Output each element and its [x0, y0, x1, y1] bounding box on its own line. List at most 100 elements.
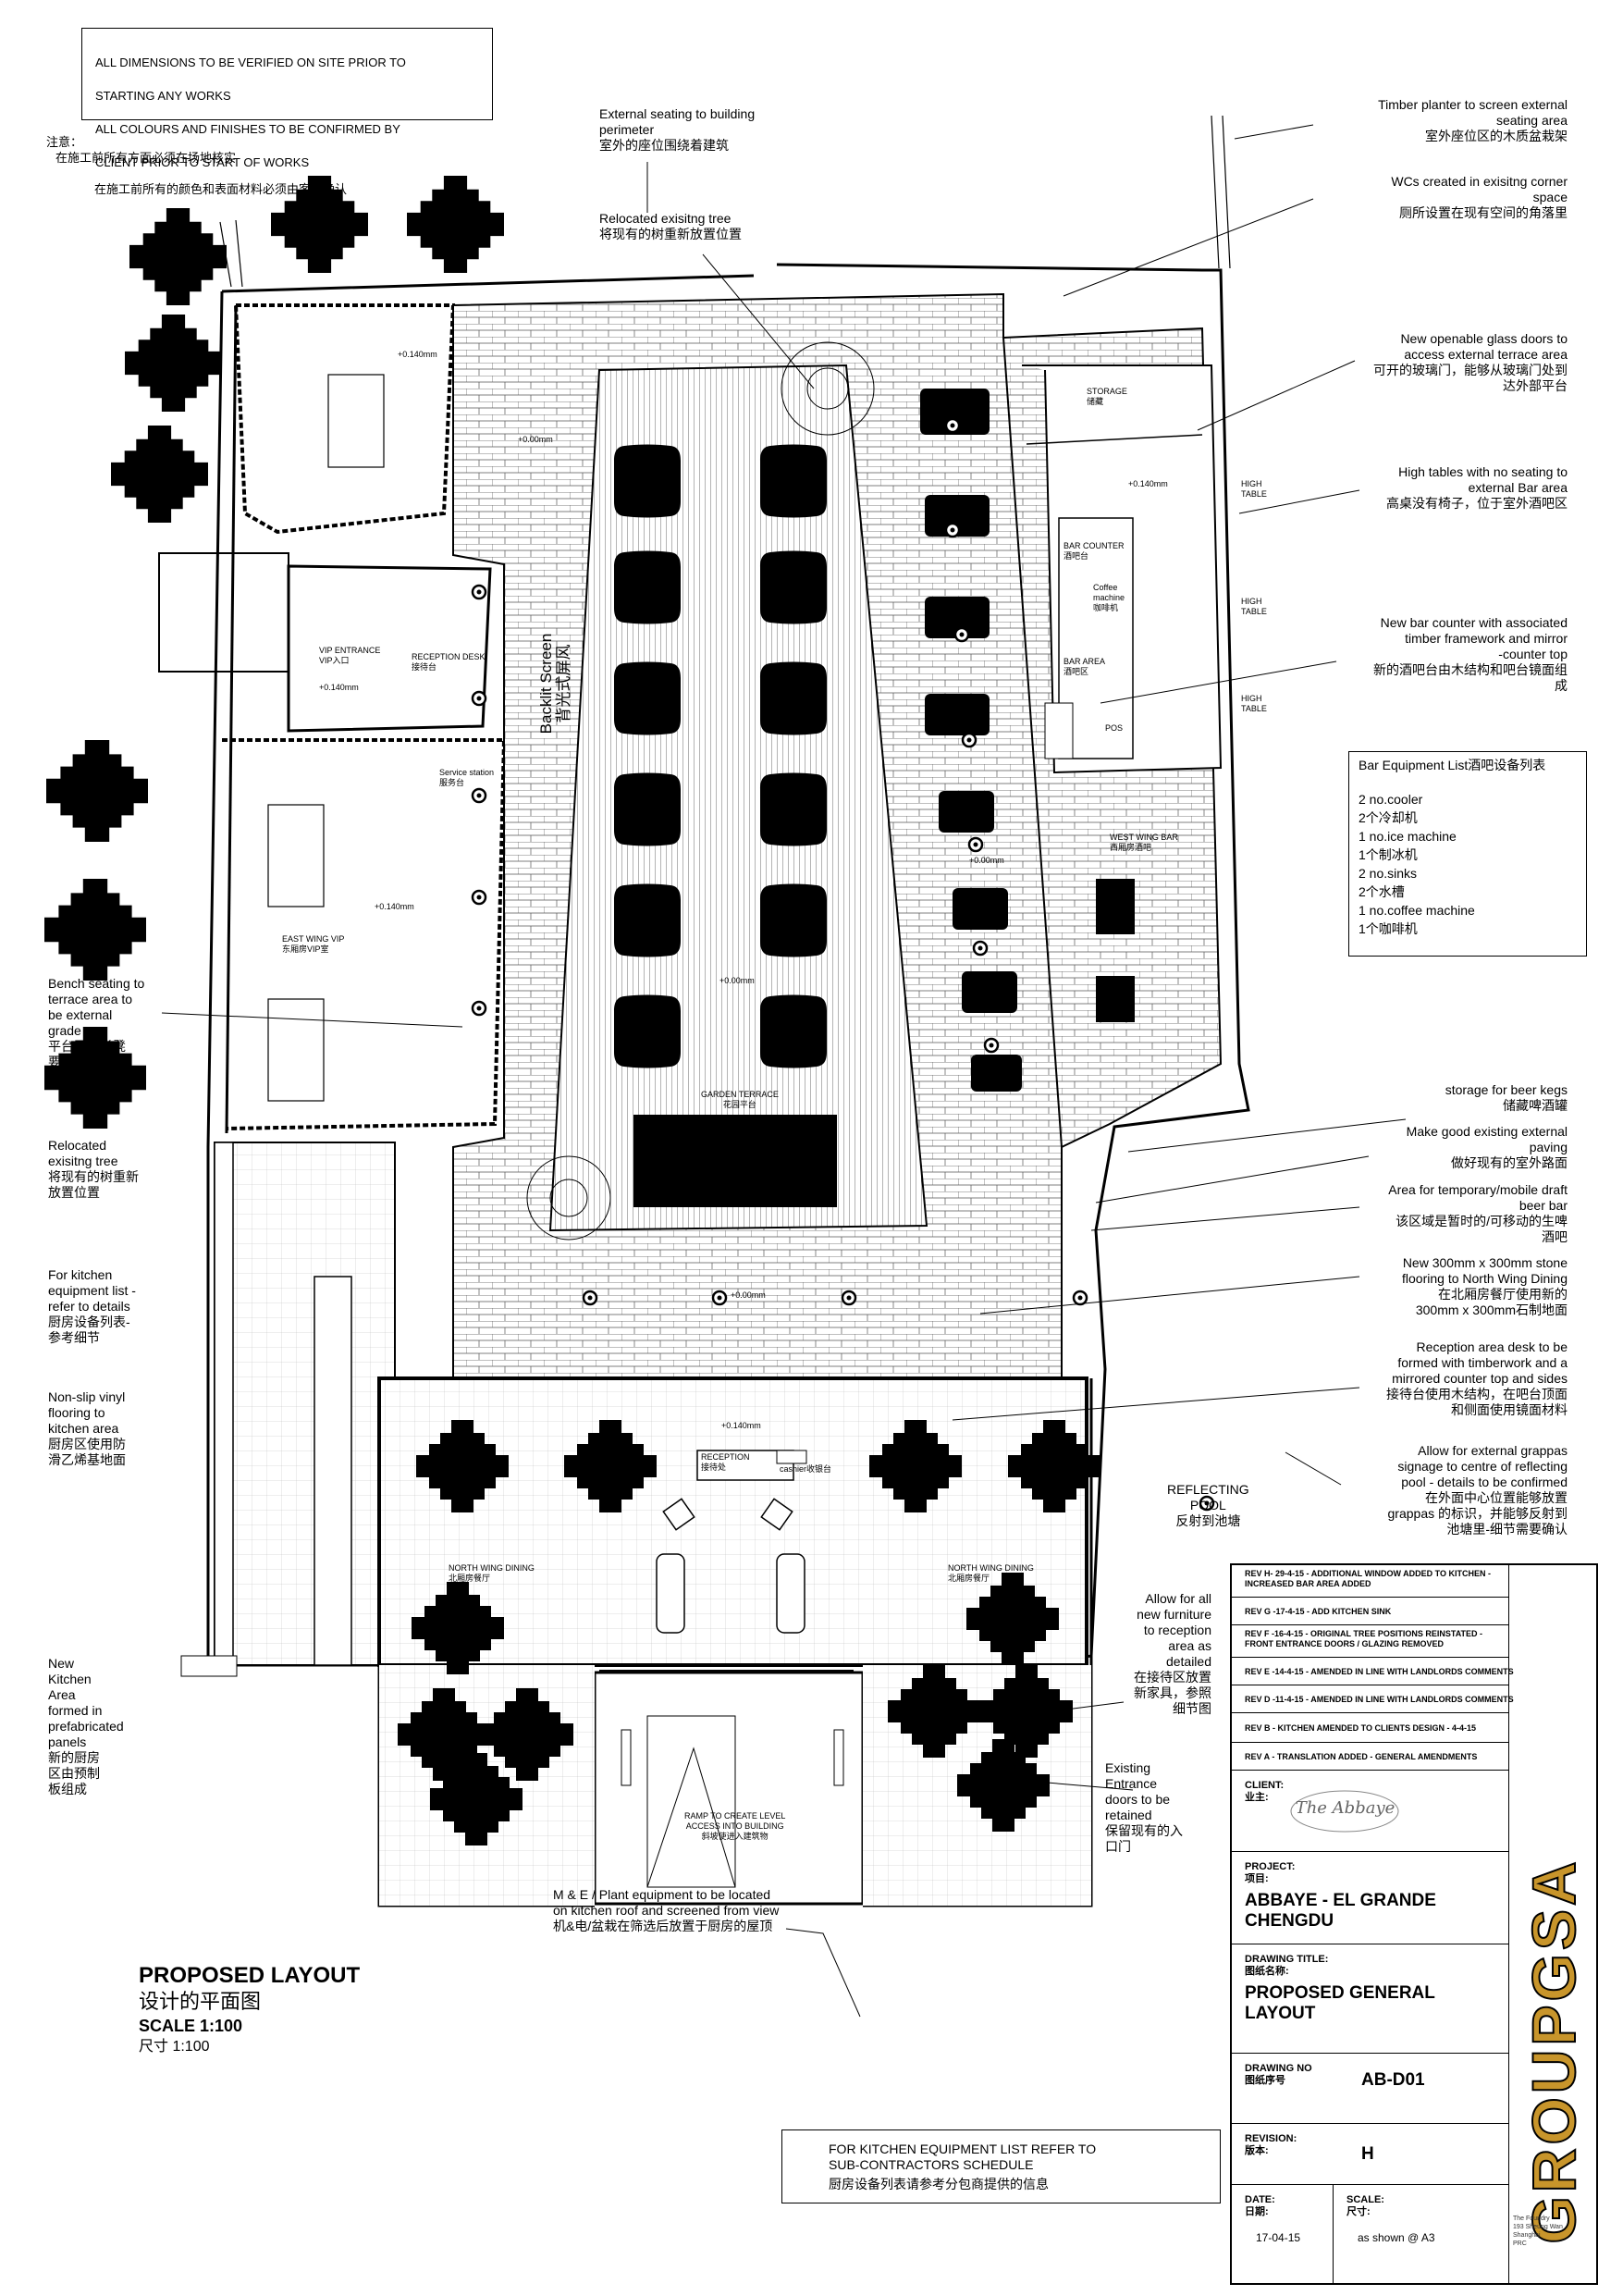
title-block: REV H- 29-4-15 - ADDITIONAL WINDOW ADDED… — [1230, 1563, 1598, 2285]
scale-label: SCALE: 尺寸: — [1346, 2194, 1384, 2217]
scale-value: as shown @ A3 — [1358, 2231, 1435, 2244]
terrace-tables — [614, 444, 837, 1207]
annotation-temp-bar: Area for temporary/mobile draft beer bar… — [1388, 1182, 1568, 1244]
client-label: CLIENT: 业主: — [1245, 1780, 1285, 1803]
rev-f: REV F -16-4-15 - ORIGINAL TREE POSITIONS… — [1245, 1629, 1483, 1648]
annotation-bench-seating: Bench seating to terrace area to be exte… — [48, 976, 145, 1069]
label-ramp: RAMP TO CREATE LEVEL ACCESS INTO BUILDIN… — [684, 1811, 786, 1841]
kitchen-note-line-2: SUB-CONTRACTORS SCHEDULE — [829, 2157, 1034, 2172]
drawing-no-cell: DRAWING NO 图纸序号 AB-D01 — [1232, 2054, 1508, 2124]
bar-equipment-list: Bar Equipment List酒吧设备列表 2 no.cooler 2个冷… — [1348, 751, 1587, 957]
label-cashier: cashier收银台 — [780, 1464, 832, 1474]
note-cn-prefix: 注意： — [46, 135, 83, 149]
annotation-relocated-tree-left: Relocated exisitng tree 将现有的树重新 放置位置 — [48, 1138, 139, 1200]
label-east-wing-vip: EAST WING VIP 东厢房VIP室 — [282, 934, 345, 954]
bar-equipment-item-8: 1个咖啡机 — [1359, 921, 1418, 936]
bar-equipment-item-6: 2个水槽 — [1359, 884, 1405, 899]
level-h: +0.140mm — [721, 1421, 761, 1430]
bar-equipment-item-1: 2 no.cooler — [1359, 792, 1423, 807]
kitchen-area — [214, 1142, 396, 1666]
bar-equipment-item-4: 1个制冰机 — [1359, 847, 1418, 862]
note-line-4: CLIENT PRIOR TO START OF WORKS — [95, 155, 310, 169]
annotation-high-tables: High tables with no seating to external … — [1386, 464, 1568, 511]
general-notes-box: ALL DIMENSIONS TO BE VERIFIED ON SITE PR… — [81, 28, 493, 169]
label-north-wing-dining-right: NORTH WING DINING 北厢房餐厅 — [948, 1563, 1034, 1583]
drawing-title: PROPOSED GENERAL LAYOUT — [1245, 1983, 1435, 2023]
drawing-no-label: DRAWING NO 图纸序号 — [1245, 2063, 1312, 2086]
bar-equipment-title: Bar Equipment List酒吧设备列表 — [1359, 758, 1546, 772]
label-vip-entrance: VIP ENTRANCE VIP入口 — [319, 646, 381, 665]
annotation-beer-kegs: storage for beer kegs 储藏啤酒罐 — [1445, 1082, 1568, 1113]
level-c: +0.00mm — [719, 976, 755, 985]
note-line-3: ALL COLOURS AND FINISHES TO BE CONFIRMED… — [95, 122, 400, 136]
annotation-stone-flooring: New 300mm x 300mm stone flooring to Nort… — [1402, 1255, 1568, 1317]
note-line-1: ALL DIMENSIONS TO BE VERIFIED ON SITE PR… — [95, 56, 406, 69]
level-a: +0.140mm — [398, 350, 437, 359]
layout-scale: SCALE 1:100 — [139, 2017, 243, 2035]
client-logo-text: The Abbaye — [1295, 1798, 1396, 1818]
bar-tables — [920, 389, 1135, 1092]
revision-label: REVISION: 版本: — [1245, 2133, 1297, 2156]
rev-h: REV H- 29-4-15 - ADDITIONAL WINDOW ADDED… — [1245, 1569, 1492, 1588]
revision-value: H — [1361, 2144, 1374, 2164]
annotation-glass-doors: New openable glass doors to access exter… — [1373, 331, 1568, 393]
annotation-vinyl-flooring: Non-slip vinyl flooring to kitchen area … — [48, 1389, 126, 1467]
rev-g: REV G -17-4-15 - ADD KITCHEN SINK — [1245, 1607, 1392, 1616]
level-f: +0.140mm — [375, 902, 414, 911]
bar-equipment-item-2: 2个冷却机 — [1359, 810, 1418, 825]
annotation-new-kitchen: New Kitchen Area formed in prefabricated… — [48, 1656, 124, 1796]
vip-tables — [267, 374, 385, 1102]
project-cell: PROJECT: 项目: ABBAYE - EL GRANDE CHENGDU — [1232, 1852, 1508, 1944]
note-line-2: STARTING ANY WORKS — [95, 89, 231, 103]
kitchen-note-line-1: FOR KITCHEN EQUIPMENT LIST REFER TO — [829, 2142, 1097, 2156]
annotation-mep: M & E / Plant equipment to be located on… — [553, 1887, 780, 1933]
label-high-table-3: HIGH TABLE — [1241, 694, 1267, 713]
backlit-screen-label: Backlit Screen 背光式屏风 — [537, 633, 572, 734]
label-coffee-machine: Coffee machine 咖啡机 — [1093, 583, 1125, 612]
label-storage: STORAGE 储藏 — [1087, 387, 1127, 406]
annotation-relocated-tree-top: Relocated exisitng tree 将现有的树重新放置位置 — [599, 211, 742, 241]
revision-cell: REVISION: 版本: H — [1232, 2124, 1508, 2185]
company-logo: GROUPGSA The Foundry 193 Sheung Wan Shan… — [1509, 1771, 1598, 2285]
client-logo: The Abbaye — [1287, 1787, 1403, 1835]
client-cell: CLIENT: 业主: The Abbaye — [1232, 1771, 1508, 1852]
annotation-entrance-doors: Existing Entrance doors to be retained 保… — [1105, 1760, 1183, 1854]
annotation-wcs: WCs created in exisitng corner space 厕所设… — [1391, 174, 1568, 220]
label-north-wing-dining-left: NORTH WING DINING 北厢房餐厅 — [449, 1563, 535, 1583]
bar-equipment-item-5: 2 no.sinks — [1359, 866, 1418, 881]
level-i: +0.00mm — [731, 1290, 766, 1300]
annotation-grappas: Allow for external grappas signage to ce… — [1387, 1443, 1568, 1537]
company-address: The Foundry 193 Sheung Wan Shanghai PRC — [1513, 2216, 1563, 2247]
annotation-kitchen-equipment: For kitchen equipment list - refer to de… — [48, 1267, 136, 1345]
rev-b: REV B - KITCHEN AMENDED TO CLIENTS DESIG… — [1245, 1723, 1477, 1733]
annotation-new-furniture: Allow for all new furniture to reception… — [1134, 1591, 1211, 1716]
label-reception-desk-small: RECEPTION DESK 接待台 — [412, 652, 486, 672]
rev-e: REV E -14-4-15 - AMENDED IN LINE WITH LA… — [1245, 1667, 1514, 1676]
drawing-title-cell: DRAWING TITLE: 图纸名称: PROPOSED GENERAL LA… — [1232, 1944, 1508, 2054]
note-cn-line-2: 在施工前所有的颜色和表面材料必须由客户确认 — [94, 182, 348, 196]
drawing-title-label: DRAWING TITLE: 图纸名称: — [1245, 1954, 1329, 1977]
revision-table: REV H- 29-4-15 - ADDITIONAL WINDOW ADDED… — [1232, 1565, 1514, 1771]
label-garden-terrace: GARDEN TERRACE 花园平台 — [701, 1090, 779, 1109]
date-scale-cell: DATE: 日期: 17-04-15 SCALE: 尺寸: as shown @… — [1232, 2185, 1508, 2285]
level-g: +0.00mm — [969, 856, 1004, 865]
layout-title-block: PROPOSED LAYOUT 设计的平面图 SCALE 1:100 尺寸 1:… — [139, 1963, 360, 2057]
level-d: +0.140mm — [1128, 479, 1168, 488]
layout-title-cn: 设计的平面图 — [139, 1990, 262, 2013]
label-service-station: Service station 服务台 — [439, 768, 495, 787]
vip-entrance-box — [158, 552, 289, 673]
project-label: PROJECT: 项目: — [1245, 1861, 1296, 1884]
label-high-table-1: HIGH TABLE — [1241, 479, 1267, 499]
label-pos: POS — [1105, 723, 1124, 733]
annotation-reflecting-pool: REFLECTING POOL 反射到池塘 — [1167, 1482, 1249, 1528]
label-west-wing-bar: WEST WING BAR 西厢房酒吧 — [1110, 833, 1178, 852]
label-high-table-2: HIGH TABLE — [1241, 597, 1267, 616]
bar-equipment-item-7: 1 no.coffee machine — [1359, 903, 1475, 918]
layout-title: PROPOSED LAYOUT — [139, 1963, 361, 1988]
drawing-no: AB-D01 — [1361, 2070, 1425, 2090]
layout-scale-cn: 尺寸 1:100 — [139, 2039, 210, 2055]
annotation-timber-planter: Timber planter to screen external seatin… — [1378, 97, 1568, 143]
annotation-external-seating: External seating to building perimeter 室… — [599, 106, 756, 153]
date-label: DATE: 日期: — [1245, 2194, 1275, 2217]
